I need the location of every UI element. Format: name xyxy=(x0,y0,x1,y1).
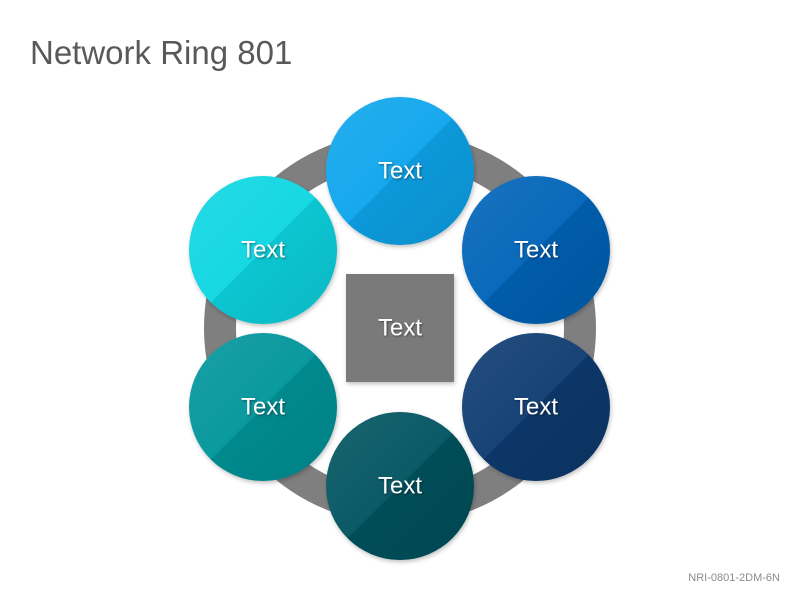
node-label: Text xyxy=(514,237,558,264)
center-box: Text xyxy=(346,274,454,382)
node-label: Text xyxy=(514,394,558,421)
node-bottom: Text xyxy=(326,412,474,560)
node-upper-right: Text xyxy=(462,176,610,324)
node-shading xyxy=(462,176,610,324)
node-top: Text xyxy=(326,97,474,245)
node-shading xyxy=(189,176,337,324)
page-title: Network Ring 801 xyxy=(30,34,293,71)
node-label: Text xyxy=(241,237,285,264)
node-shading xyxy=(189,333,337,481)
footer-code: NRI-0801-2DM-6N xyxy=(688,572,780,584)
node-lower-left: Text xyxy=(189,333,337,481)
node-lower-right: Text xyxy=(462,333,610,481)
node-shading xyxy=(326,412,474,560)
node-upper-left: Text xyxy=(189,176,337,324)
node-shading xyxy=(326,97,474,245)
node-label: Text xyxy=(378,158,422,185)
node-shading xyxy=(462,333,610,481)
center-label: Text xyxy=(378,315,422,342)
node-label: Text xyxy=(241,394,285,421)
node-label: Text xyxy=(378,473,422,500)
